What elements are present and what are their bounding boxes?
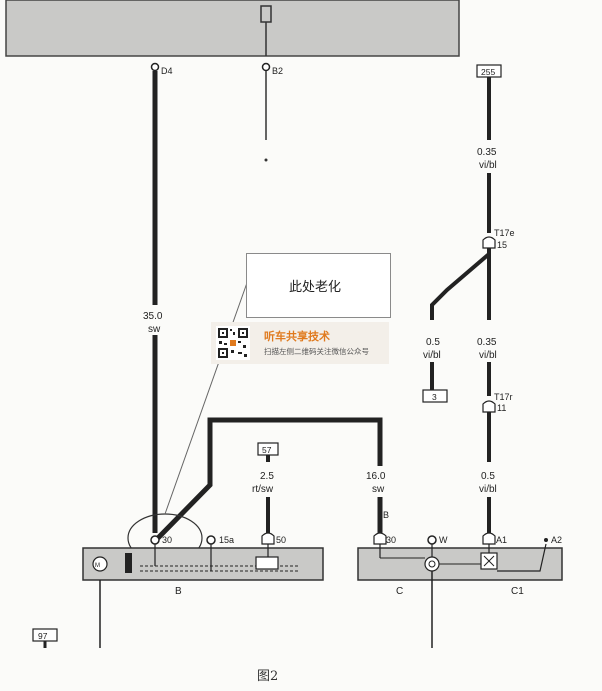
component-c-label: C [396, 586, 403, 597]
pin-50-connector [261, 532, 275, 545]
pin-a2-label: A2 [551, 535, 562, 545]
ref-97-label: 97 [38, 631, 48, 641]
pin-30-right-connector [373, 532, 387, 545]
wire-branch-size: 0.5 [426, 337, 440, 348]
starter-motor-icon [92, 556, 108, 572]
component-c1-label: C1 [511, 586, 524, 597]
figure-caption: 图2 [257, 669, 279, 684]
wire-vi-top-size: 0.35 [477, 147, 497, 158]
watermark-title: 听车共享技术 [264, 330, 330, 343]
pin-a1-label: A1 [496, 535, 507, 545]
ref-57-label: 57 [262, 445, 272, 455]
ref-255-label: 255 [481, 67, 495, 77]
component-b-label: B [175, 586, 182, 597]
wire-main-size: 35.0 [143, 311, 163, 322]
pin-b-label: B [383, 510, 389, 520]
wire-vi-low-size: 0.5 [481, 471, 495, 482]
svg-text:M: M [95, 563, 100, 569]
watermark-subtitle: 扫描左侧二维码关注微信公众号 [264, 347, 369, 356]
ref-3-label: 3 [432, 392, 437, 402]
pin-w [427, 535, 437, 545]
conn-t17r-icon [482, 400, 496, 413]
wire-vi-low-color: vi/bl [479, 484, 497, 495]
pin-15a [206, 535, 216, 545]
wire-rt-size: 2.5 [260, 471, 274, 482]
generator-icon [424, 556, 440, 572]
pin-15a-label: 15a [219, 535, 234, 545]
callout-leader [164, 279, 249, 515]
conn-t17e-label: T17e [494, 228, 515, 238]
top-unit-box [5, 0, 460, 57]
pin-d4-label: D4 [161, 66, 173, 76]
pin-b2-label: B2 [272, 66, 283, 76]
wire-vi-mid-size: 0.35 [477, 337, 497, 348]
wire-vi-mid-color: vi/bl [479, 350, 497, 361]
pin-30-right-label: 30 [386, 535, 396, 545]
wire-branch [430, 252, 491, 320]
wire-rt-color: rt/sw [252, 484, 274, 495]
wire-16-loop [156, 417, 383, 540]
pin-50-label: 50 [276, 535, 286, 545]
conn-t17e-pin: 15 [497, 240, 507, 250]
pin-30-left-label: 30 [162, 535, 172, 545]
wire-16-size: 16.0 [366, 471, 386, 482]
wire-main-color: sw [148, 324, 161, 335]
conn-t17r-pin: 11 [497, 403, 506, 413]
solenoid-icon [125, 553, 132, 573]
wire-vi-top-color: vi/bl [479, 160, 497, 171]
wire-16-color: sw [372, 484, 385, 495]
ref-3-box [422, 389, 448, 403]
pin-a2 [544, 538, 548, 542]
pin-b2 [261, 62, 271, 72]
watermark-banner: 听车共享技术 扫描左侧二维码关注微信公众号 [211, 322, 389, 364]
conn-t17e-icon [482, 236, 496, 249]
pin-w-label: W [439, 535, 448, 545]
qr-code-icon [216, 326, 250, 360]
aging-callout: 此处老化 [246, 253, 391, 318]
wire-branch-color: vi/bl [423, 350, 441, 361]
component-b-box [82, 547, 324, 581]
pin-a1-connector [482, 532, 496, 545]
pin-30-left [150, 535, 160, 545]
conn-t17r-label: T17r [494, 392, 513, 402]
pin-d4 [150, 62, 160, 72]
aging-callout-text: 此处老化 [289, 280, 342, 295]
